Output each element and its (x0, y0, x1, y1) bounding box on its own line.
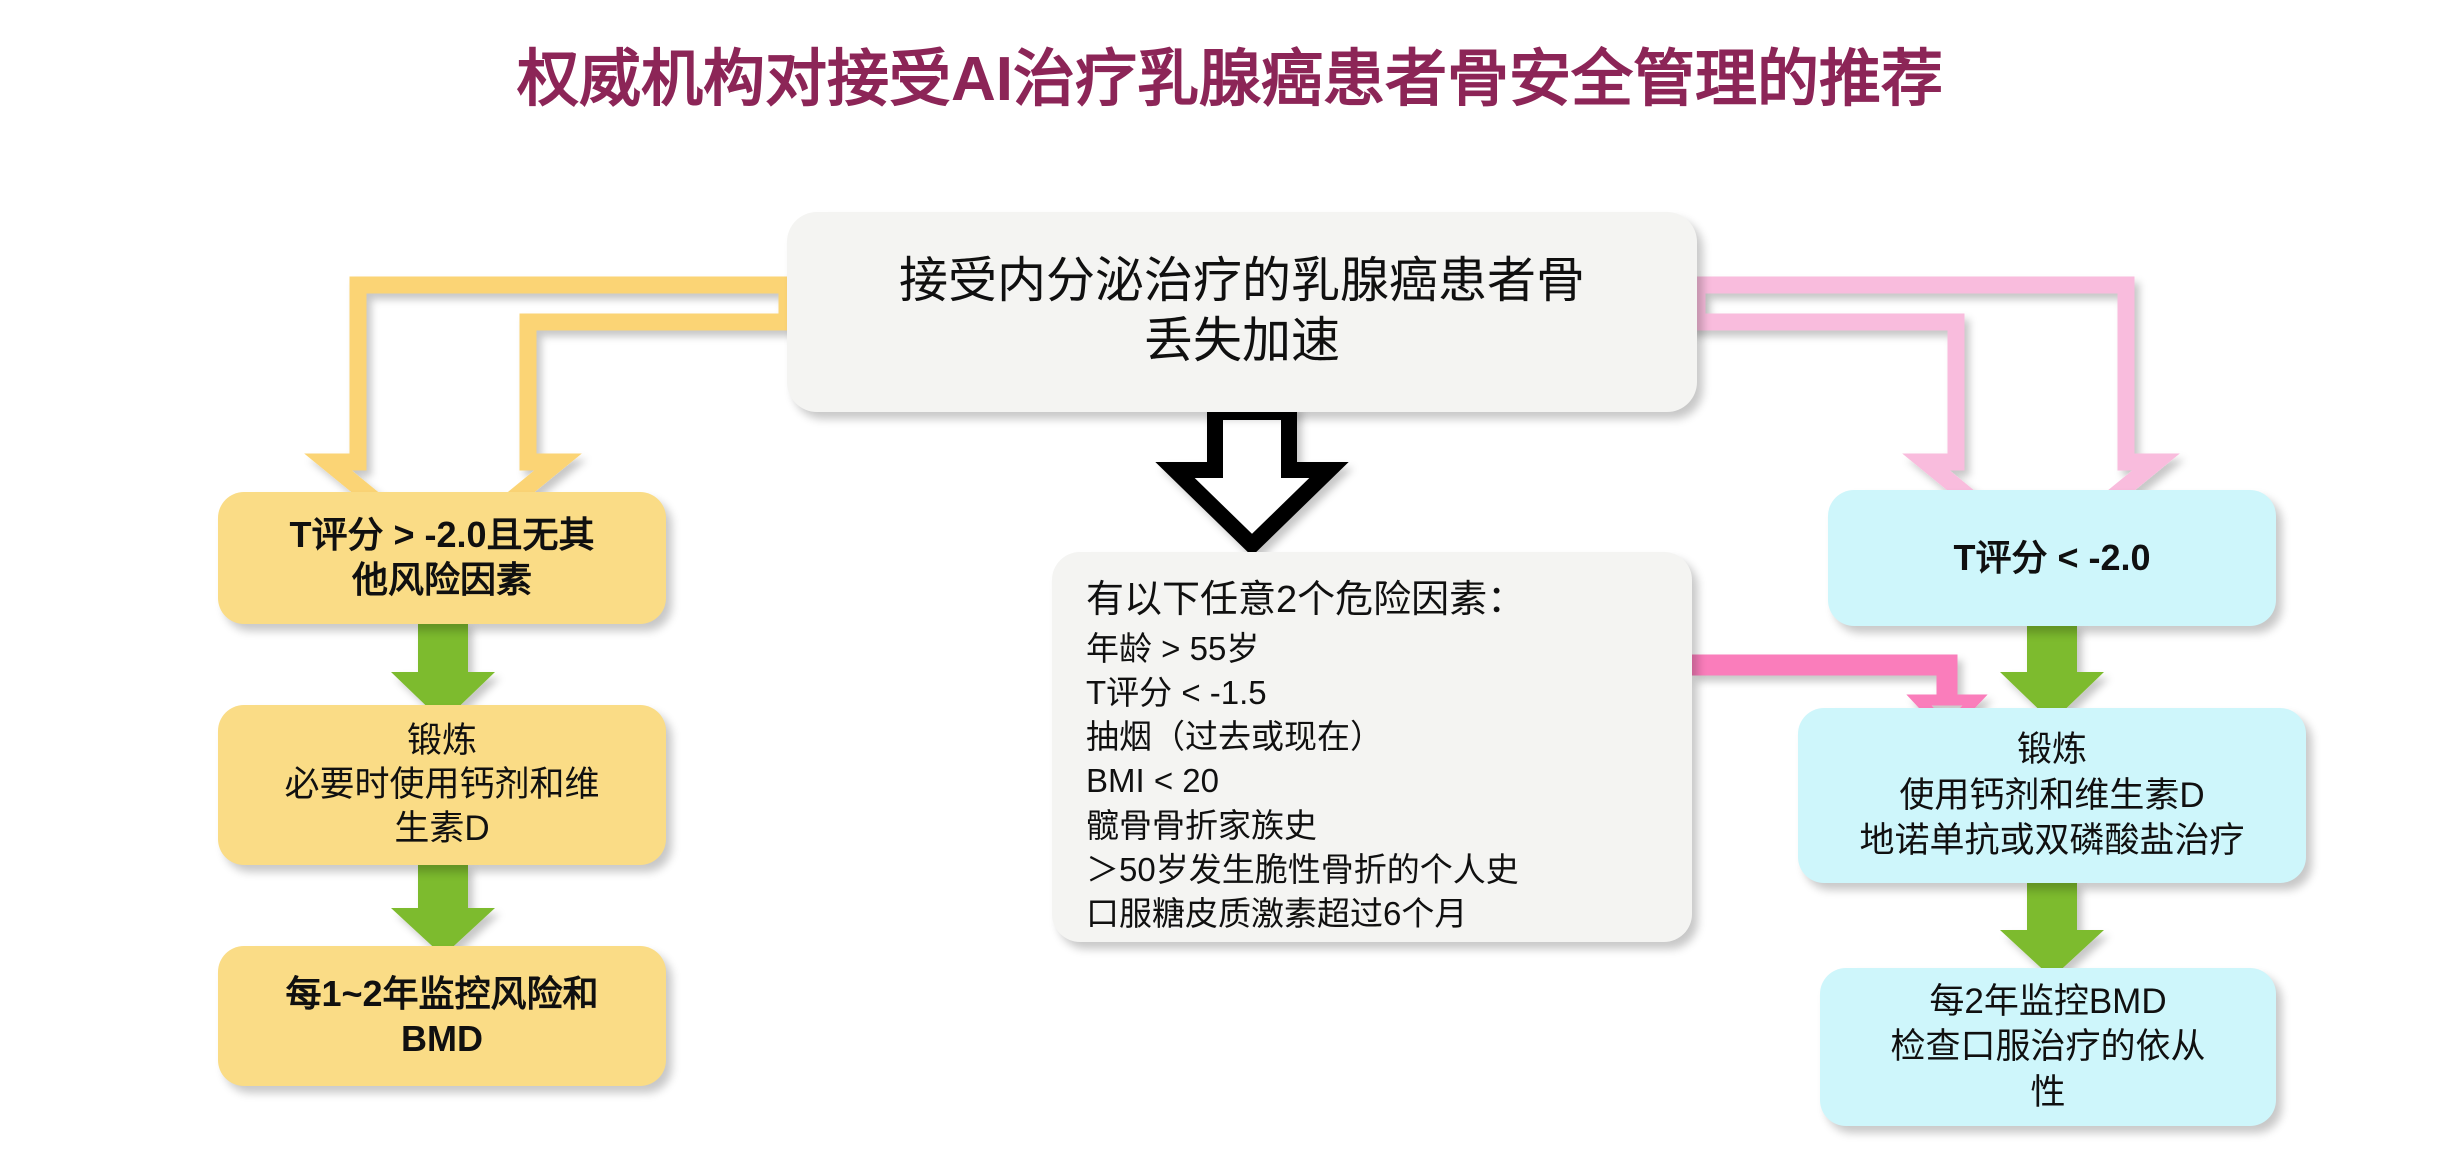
node-left-box2-line2: 必要时使用钙剂和维 (284, 764, 600, 804)
node-left-box2-line1: 锻炼 (406, 720, 477, 760)
risk-factor-item: 髋骨骨折家族史 (1086, 806, 1317, 844)
node-right-box1-line1: T评分 < -2.0 (1953, 536, 2151, 578)
node-right-box2-line2: 使用钙剂和维生素D (1899, 775, 2205, 815)
risk-factor-item: BMI < 20 (1086, 762, 1219, 800)
node-left-box3-line2: BMD (401, 1018, 483, 1059)
risk-factor-item: 口服糖皮质激素超过6个月 (1086, 895, 1468, 933)
node-right-box2-line3: 地诺单抗或双磷酸盐治疗 (1859, 821, 2245, 861)
node-right-monitoring: 每2年监控BMD 检查口服治疗的依从 性 (1820, 968, 2276, 1126)
node-right-box3-line2: 检查口服治疗的依从 (1890, 1027, 2206, 1067)
node-risk-factors: 有以下任意2个危险因素： 年龄 > 55岁 T评分 < -1.5 抽烟（过去或现… (1052, 552, 1692, 942)
node-left-monitoring: 每1~2年监控风险和 BMD (218, 946, 666, 1086)
node-left-tscore-criteria: T评分 > -2.0且无其 他风险因素 (218, 492, 666, 624)
node-left-box2-line3: 生素D (394, 809, 490, 849)
risk-factors-heading: 有以下任意2个危险因素： (1086, 579, 1526, 621)
risk-factor-item: T评分 < -1.5 (1086, 674, 1267, 712)
page-title: 权威机构对接受AI治疗乳腺癌患者骨安全管理的推荐 (516, 45, 1943, 114)
node-right-treatment: 锻炼 使用钙剂和维生素D 地诺单抗或双磷酸盐治疗 (1798, 708, 2306, 883)
risk-factor-item: ＞50岁发生脆性骨折的个人史 (1086, 850, 1519, 888)
risk-factor-item: 年龄 > 55岁 (1086, 629, 1260, 667)
node-right-box2-line1: 锻炼 (2016, 730, 2087, 770)
node-left-box1-line1: T评分 > -2.0且无其 (289, 514, 595, 556)
node-root-line1: 接受内分泌治疗的乳腺癌患者骨 (898, 254, 1585, 309)
node-right-box3-line3: 性 (2030, 1072, 2066, 1112)
node-right-tscore-criteria: T评分 < -2.0 (1828, 490, 2276, 626)
node-root-line2: 丢失加速 (1143, 314, 1340, 368)
risk-factor-item: 抽烟（过去或现在） (1086, 718, 1383, 756)
arrow-root-to-risk-box (1155, 404, 1349, 557)
node-right-box3-line1: 每2年监控BMD (1929, 981, 2167, 1021)
arrow-right-box2-to-box3 (2000, 882, 2104, 978)
arrow-left-box2-to-box3 (391, 864, 495, 956)
node-left-box1-line2: 他风险因素 (351, 559, 532, 600)
node-left-box3-line1: 每1~2年监控风险和 (285, 972, 599, 1014)
node-left-treatment: 锻炼 必要时使用钙剂和维 生素D (218, 705, 666, 865)
node-root-bone-loss: 接受内分泌治疗的乳腺癌患者骨 丢失加速 (787, 212, 1697, 412)
